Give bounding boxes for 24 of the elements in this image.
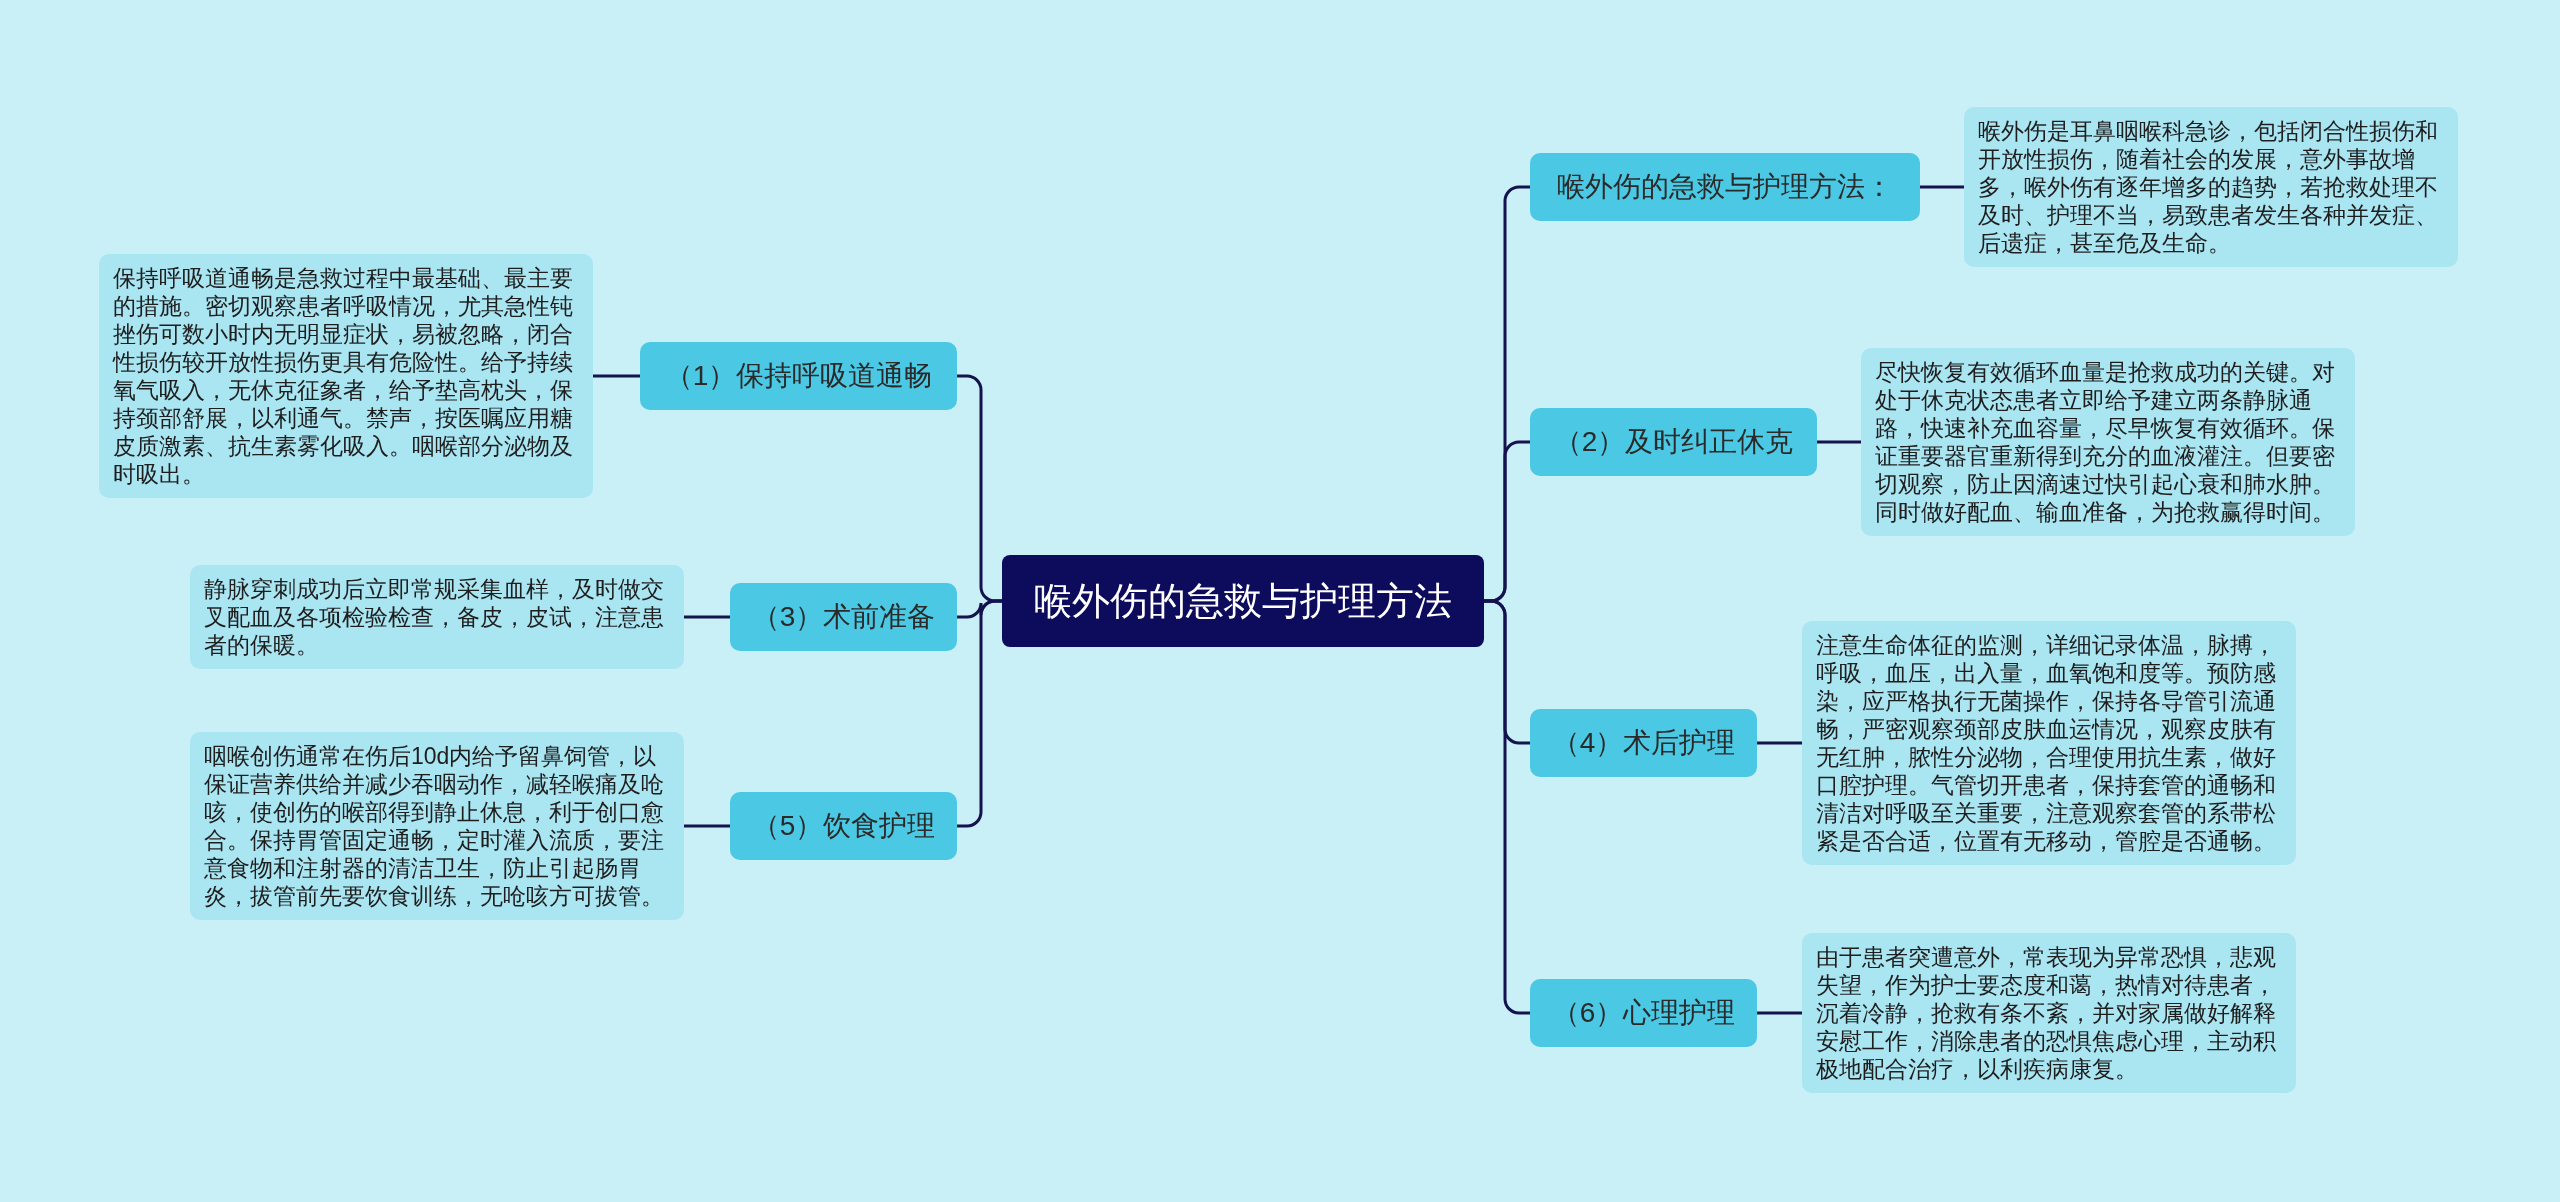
- detail-note: 咽喉创伤通常在伤后10d内给予留鼻饲管，以保证营养供给并减少吞咽动作，减轻喉痛及呛咳，使创伤的喉部得到静止休息，利于创口愈合。保持胃管固定通畅，定时灌入流质，要注意食物和注射器的清洁卫生，防止引起肠胃炎，拔管前先要饮食训练，无呛咳方可拔管。: [190, 732, 684, 920]
- connector-line: [684, 615, 730, 619]
- connector-line: [957, 599, 1002, 828]
- central-topic: 喉外伤的急救与护理方法: [1002, 555, 1484, 647]
- connector-line: [1757, 741, 1802, 745]
- detail-note: 由于患者突遭意外，常表现为异常恐惧，悲观失望，作为护士要态度和蔼，热情对待患者，沉着冷静，抢救有条不紊，并对家属做好解释安慰工作，消除患者的恐惧焦虑心理，主动积极地配合治疗，以利疾病康复。: [1802, 933, 2296, 1093]
- connector-line: [684, 824, 730, 828]
- connector-line: [593, 374, 640, 378]
- detail-note: 静脉穿刺成功后立即常规采集血样，及时做交叉配血及各项检验检查，备皮，皮试，注意患者的保暖。: [190, 565, 684, 669]
- detail-note: 注意生命体征的监测，详细记录体温，脉搏，呼吸，血压，出入量，血氧饱和度等。预防感染，应严格执行无菌操作，保持各导管引流通畅，严密观察颈部皮肤血运情况，观察皮肤有无红肿，脓性分泌物，合理使用抗生素，做好口腔护理。气管切开患者，保持套管的通畅和清洁对呼吸至关重要，注意观察套管的系带松紧是否合适，位置有无移动，管腔是否通畅。: [1802, 621, 2296, 865]
- detail-note: 喉外伤是耳鼻咽喉科急诊，包括闭合性损伤和开放性损伤，随着社会的发展，意外事故增多，喉外伤有逐年增多的趋势，若抢救处理不及时、护理不当，易致患者发生各种并发症、后遗症，甚至危及生命。: [1964, 107, 2458, 267]
- detail-note: 尽快恢复有效循环血量是抢救成功的关键。对处于休克状态患者立即给予建立两条静脉通路，快速补充血容量，尽早恢复有效循环。保证重要器官重新得到充分的血液灌注。但要密切观察，防止因滴速过快引起心衰和肺水肿。同时做好配血、输血准备，为抢救赢得时间。: [1861, 348, 2355, 536]
- subtopic-label: （5）饮食护理: [730, 792, 957, 860]
- subtopic-label: （4）术后护理: [1530, 709, 1757, 777]
- subtopic-label: 喉外伤的急救与护理方法：: [1530, 153, 1920, 221]
- connector-line: [1817, 440, 1861, 444]
- subtopic-label: （3）术前准备: [730, 583, 957, 651]
- subtopic-label: （2）及时纠正休克: [1530, 408, 1817, 476]
- connector-line: [1920, 185, 1964, 189]
- subtopic-label: （6）心理护理: [1530, 979, 1757, 1047]
- connector-line: [1484, 599, 1530, 1015]
- subtopic-label: （1）保持呼吸道通畅: [640, 342, 957, 410]
- detail-note: 保持呼吸道通畅是急救过程中最基础、最主要的措施。密切观察患者呼吸情况，尤其急性钝挫伤可数小时内无明显症状，易被忽略，闭合性损伤较开放性损伤更具有危险性。给予持续氧气吸入，无休克征象者，给予垫高枕头，保持颈部舒展，以利通气。禁声，按医嘱应用糖皮质激素、抗生素雾化吸入。咽喉部分泌物及时吸出。: [99, 254, 593, 498]
- connector-line: [1757, 1011, 1802, 1015]
